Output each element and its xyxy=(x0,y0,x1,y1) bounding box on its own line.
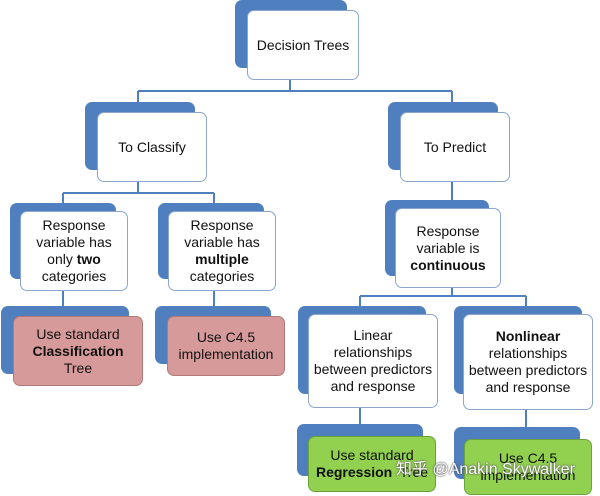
node-response-continuous-label: Response variable is continuous xyxy=(410,222,486,273)
node-response-two-label: Response variable has only two categorie… xyxy=(36,217,112,284)
node-classification-tree-label: Use standard Classification Tree xyxy=(32,325,124,376)
node-c45-predict-label: Use C4.5 implementation xyxy=(480,450,576,483)
node-regression-tree-label: Use standard Regression Tree xyxy=(315,447,429,480)
node-response-multiple-label: Response variable has multiple categorie… xyxy=(184,217,260,284)
node-to-predict-label: To Predict xyxy=(423,138,487,155)
watermark: 知乎 @Anakin Skywalker xyxy=(396,461,575,478)
connector-root-children xyxy=(137,80,453,108)
node-c45-classify-label: Use C4.5 implementation xyxy=(178,329,274,362)
node-decision-trees-label: Decision Trees xyxy=(256,36,350,53)
node-nonlinear-label: Nonlinear relationships between predicto… xyxy=(468,328,588,395)
connector-response-children xyxy=(359,287,527,310)
node-linear-label: Linear relationships between predictors … xyxy=(313,327,433,394)
connector-classify-children xyxy=(62,182,215,206)
node-to-classify-label: To Classify xyxy=(118,138,186,155)
